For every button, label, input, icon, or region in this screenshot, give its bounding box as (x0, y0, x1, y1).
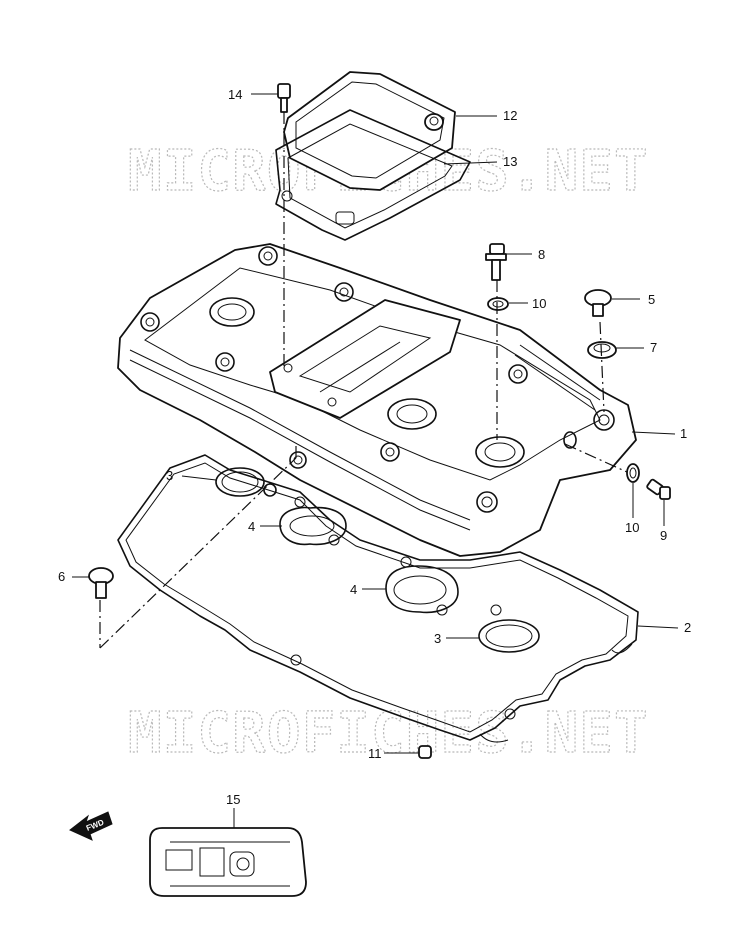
callout-13: 13 (503, 154, 517, 169)
callout-6: 6 (58, 569, 65, 584)
callout-5: 5 (648, 292, 655, 307)
breather-cover-gasket (275, 109, 471, 241)
cylinder-head-cover (117, 243, 637, 557)
forward-direction-arrow: FWD (69, 811, 113, 841)
callout-14: 14 (228, 87, 242, 102)
watermark-bottom: MICROFICHES.NET (128, 701, 649, 766)
breather-cover (283, 71, 456, 191)
callout-2: 2 (684, 620, 691, 635)
bolt-14 (277, 83, 291, 113)
callout-1: 1 (680, 426, 687, 441)
plug-hole-gasket-4-lower (385, 556, 459, 616)
callout-3-left: 3 (166, 468, 173, 483)
plug-hole-gasket-4-upper (279, 496, 347, 546)
callout-12: 12 (503, 108, 517, 123)
leader-lines (72, 93, 679, 828)
callout-11: 11 (368, 746, 382, 761)
callout-7: 7 (650, 340, 657, 355)
callout-15: 15 (226, 792, 240, 807)
callout-10-right: 10 (625, 520, 639, 535)
callout-numbers: 14 12 13 8 10 5 7 1 10 9 3 4 6 4 3 2 11 … (58, 87, 691, 807)
bolt-6 (88, 567, 114, 599)
callout-8: 8 (538, 247, 545, 262)
washer-10-top (487, 297, 509, 311)
callout-3-right: 3 (434, 631, 441, 646)
callout-9: 9 (660, 528, 667, 543)
plug-5 (584, 289, 612, 317)
bolt-9 (646, 478, 671, 500)
assembly-lines (99, 112, 628, 649)
dowel-11 (418, 745, 432, 759)
callout-4-upper: 4 (248, 519, 255, 534)
callout-10-top: 10 (532, 296, 546, 311)
grommet-7 (587, 341, 617, 359)
callout-4-lower: 4 (350, 582, 357, 597)
washer-10-right (626, 463, 640, 483)
plug-hole-gasket-3-right (478, 604, 540, 653)
bolt-8 (485, 243, 507, 281)
caution-plate-15 (149, 827, 307, 897)
plug-hole-gasket-3-left (215, 467, 265, 497)
